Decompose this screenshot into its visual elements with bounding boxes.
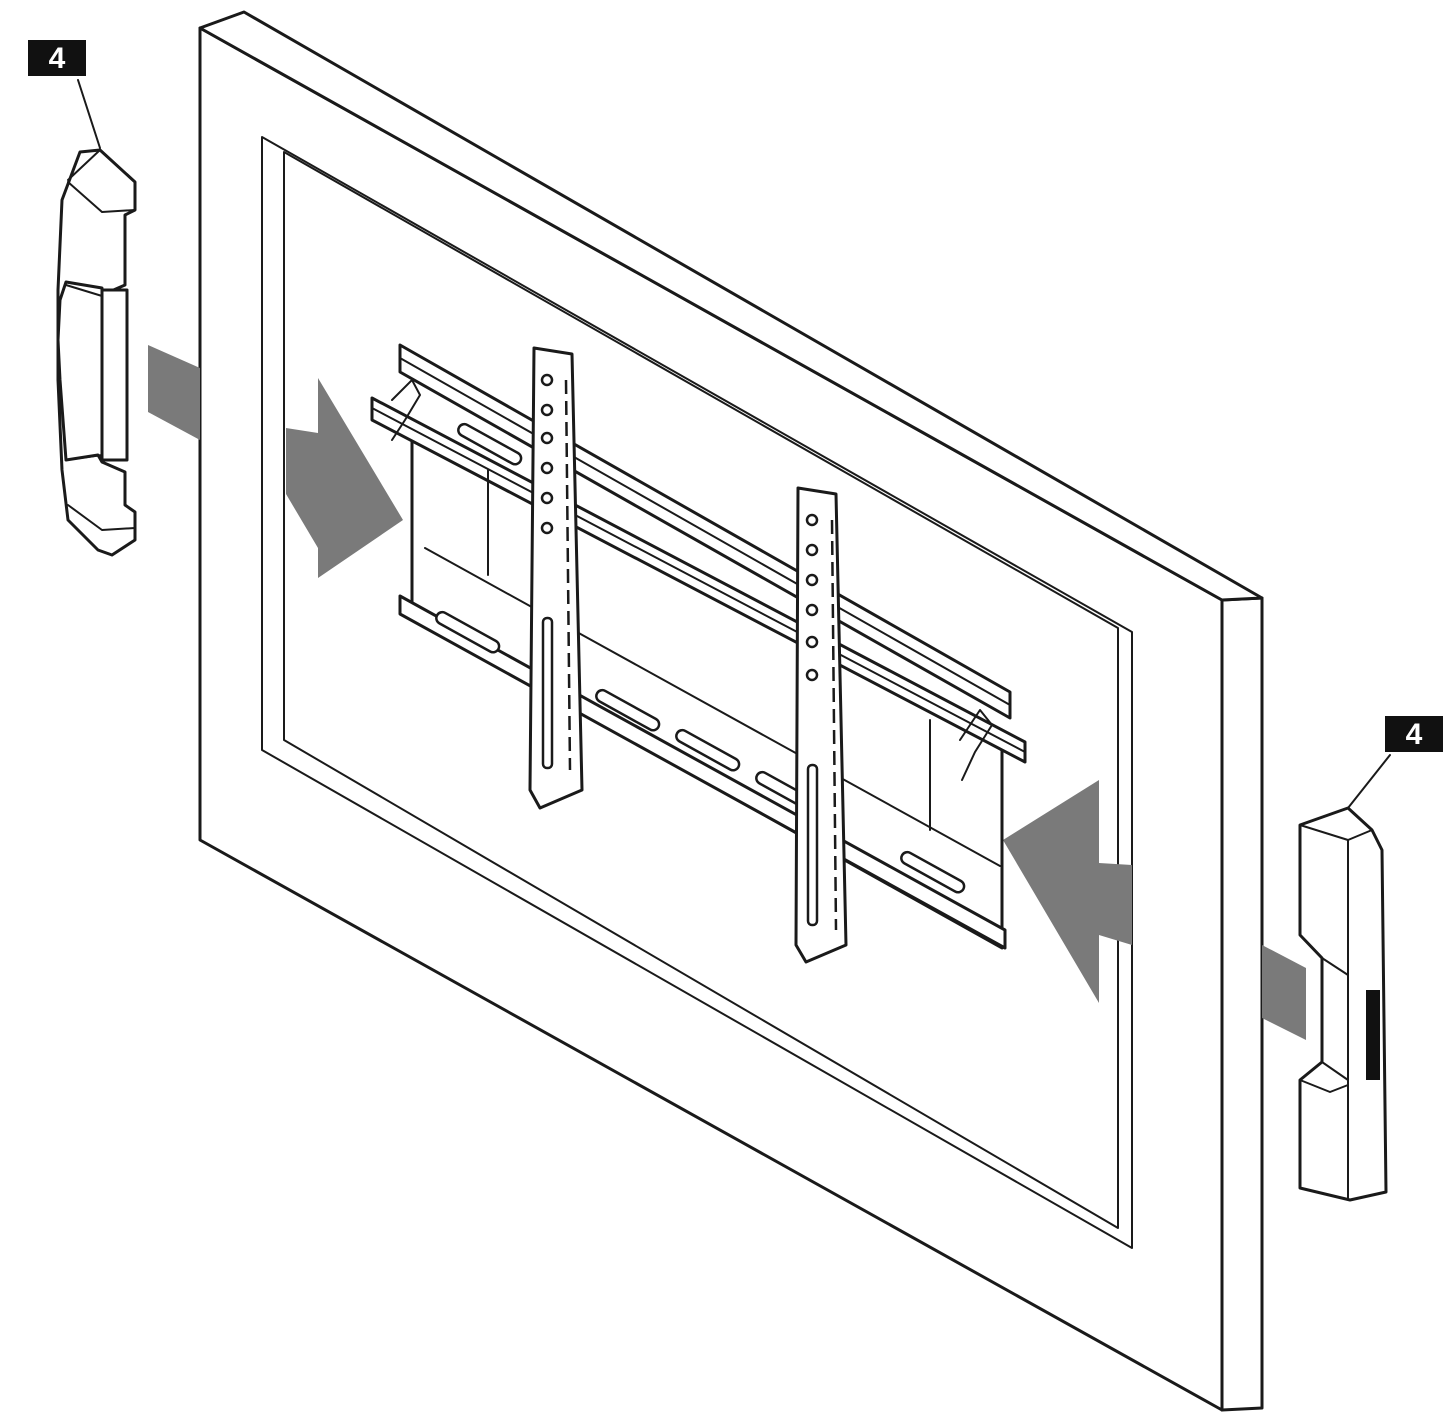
insert-band-right	[1262, 945, 1306, 1040]
insert-arrow-left	[286, 378, 403, 578]
callout-left-label: 4	[49, 42, 66, 75]
callout-right: 4	[1385, 716, 1443, 752]
end-cap-right	[1298, 806, 1388, 1202]
callout-leader-right	[1347, 754, 1391, 809]
end-cap-left	[56, 148, 137, 557]
callout-left: 4	[28, 40, 86, 76]
tv-mount-bracket	[370, 343, 1027, 964]
callout-right-label: 4	[1406, 718, 1423, 751]
callout-leader-left	[77, 79, 101, 149]
insert-arrow-right	[1003, 780, 1132, 1003]
insert-band-left	[148, 345, 200, 440]
